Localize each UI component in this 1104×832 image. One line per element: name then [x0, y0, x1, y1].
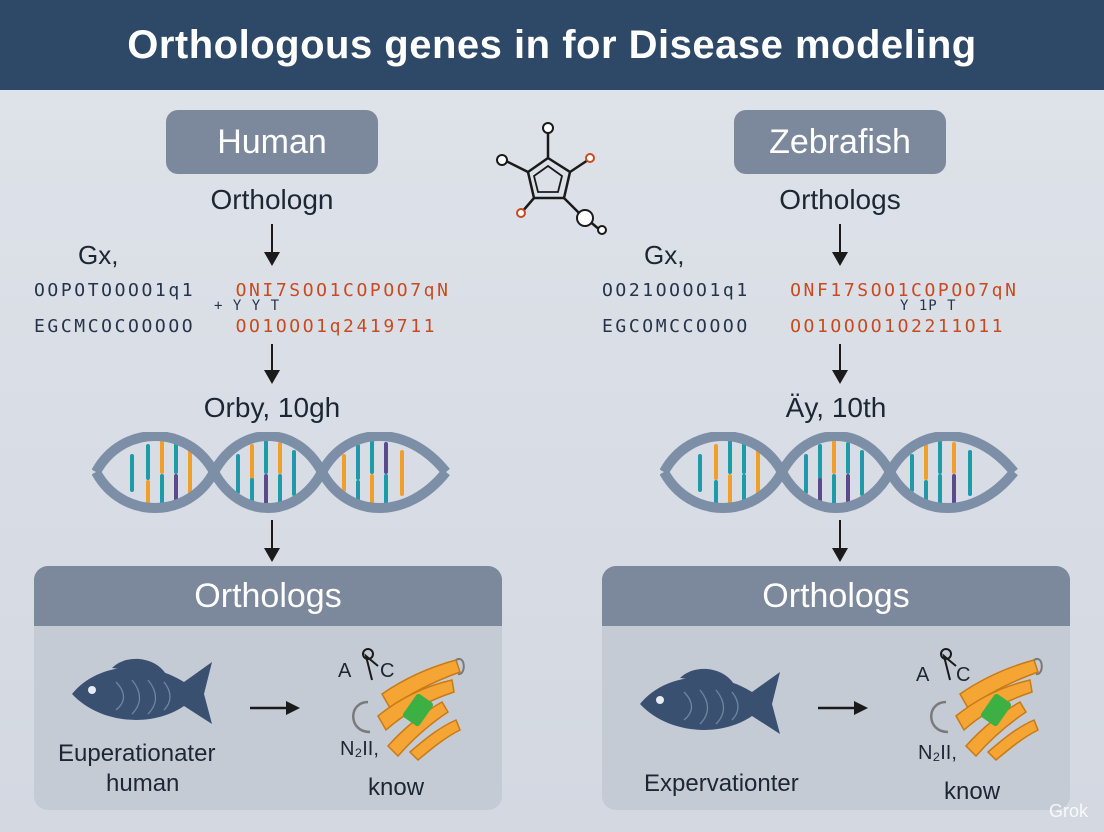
species-pill-human: Human — [166, 110, 378, 174]
species-label: Zebrafish — [769, 122, 911, 161]
panel-title: Orthologs — [34, 566, 502, 626]
species-label: Human — [217, 122, 327, 161]
arrow-down-icon — [832, 344, 848, 384]
arrow-down-icon — [264, 520, 280, 562]
arrow-right-icon — [250, 701, 300, 715]
fish-caption-2: human — [106, 770, 180, 797]
arrow-down-icon — [264, 224, 280, 266]
protein-label-a: A — [916, 664, 930, 686]
title-bar: Orthologous genes in for Disease modelin… — [0, 0, 1104, 90]
protein-label-n: N₂II, — [340, 738, 379, 760]
fish-icon — [640, 668, 780, 734]
protein-label-a: A — [338, 660, 352, 682]
sequence-mid-human: + Y Y T — [214, 298, 281, 314]
protein-label-c: C — [380, 660, 395, 682]
gene-label-human: Orby, 10gh — [203, 392, 341, 423]
sequence-mid-zebrafish: Y 1P T — [900, 298, 957, 314]
sequence-highlight: ONI7SOO1COPOO7qN — [235, 280, 451, 301]
orthologs-panel-zebrafish: Orthologs Expervationter A C N₂II, know — [602, 566, 1070, 810]
species-pill-zebrafish: Zebrafish — [734, 110, 946, 174]
ortholog-label-human: Orthologn — [210, 184, 334, 215]
sequence-highlight: OO1OOOO1O2211O11 — [790, 316, 1006, 337]
sequence-highlight: ONF17SOO1COPOO7qN — [790, 280, 1019, 301]
ortholog-label-zebrafish: Orthologs — [779, 184, 901, 215]
sequence-row-1-zebrafish: OO21OOOO1q1 ONF17SOO1COPOO7qN — [602, 280, 1019, 301]
gx-label-human: Gx, — [78, 240, 119, 270]
sequence-row-1-human: OOPOTOOOO1q1 ONI7SOO1COPOO7qN — [34, 280, 451, 301]
protein-label-c: C — [956, 664, 971, 686]
protein-icon — [930, 648, 1043, 762]
gx-label-zebrafish: Gx, — [644, 240, 685, 270]
watermark: Grok — [1048, 801, 1088, 821]
dna-helix-icon — [92, 432, 450, 513]
panel-title: Orthologs — [602, 566, 1070, 626]
protein-caption: know — [944, 778, 1001, 805]
molecule-icon — [496, 122, 607, 235]
protein-icon — [352, 648, 465, 762]
sequence-highlight: OO1OOO1q2419711 — [235, 316, 438, 337]
page-title: Orthologous genes in for Disease modelin… — [127, 22, 977, 67]
arrow-down-icon — [832, 520, 848, 562]
sequence-segment: EGCMCOCOOOOO — [34, 316, 196, 337]
sequence-row-2-zebrafish: EGCOMCCOOOO OO1OOOO1O2211O11 — [602, 316, 1005, 337]
arrow-down-icon — [832, 224, 848, 266]
protein-label-n: N₂II, — [918, 742, 957, 764]
arrow-down-icon — [264, 344, 280, 384]
protein-caption: know — [368, 774, 425, 801]
fish-icon — [72, 658, 212, 724]
fish-caption: Euperationater — [58, 740, 216, 767]
fish-caption: Expervationter — [644, 770, 799, 797]
sequence-segment: OOPOTOOOO1q1 — [34, 280, 196, 301]
sequence-segment: OO21OOOO1q1 — [602, 280, 750, 301]
sequence-row-2-human: EGCMCOCOOOOO OO1OOO1q2419711 — [34, 316, 437, 337]
dna-helix-icon — [660, 432, 1018, 513]
gene-label-zebrafish: Äy, 10th — [785, 392, 887, 423]
orthologs-panel-human: Orthologs Euperationater human A C N₂II,… — [34, 566, 502, 810]
arrow-right-icon — [818, 701, 868, 715]
sequence-segment: EGCOMCCOOOO — [602, 316, 750, 337]
